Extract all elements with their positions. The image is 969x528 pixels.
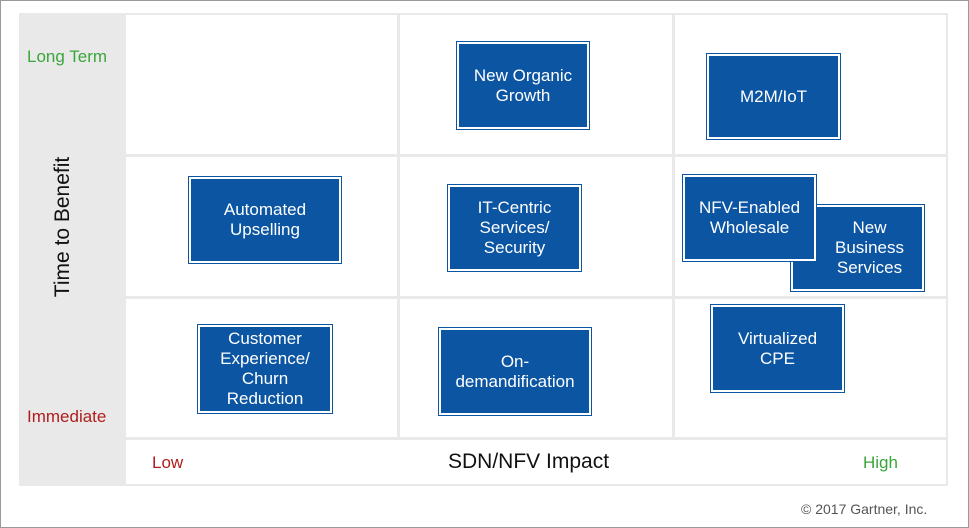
item-virtualized-cpe: Virtualized CPE (710, 304, 845, 393)
item-nfv-enabled-wholesale: NFV-Enabled Wholesale (682, 174, 817, 262)
copyright-notice: © 2017 Gartner, Inc. (801, 501, 928, 517)
x-axis-strip (126, 440, 946, 484)
item-customer-experience-churn-reduction: Customer Experience/ Churn Reduction (197, 324, 333, 414)
x-axis-title: SDN/NFV Impact (448, 450, 610, 473)
grid-cell-r1-c1 (126, 15, 397, 154)
item-it-centric-services-security: IT-Centric Services/ Security (447, 184, 582, 272)
item-on-demandification: On- demandification (438, 327, 592, 416)
y-axis-top-label: Long Term (27, 47, 108, 66)
item-new-organic-growth: New Organic Growth (456, 41, 590, 130)
item-m2m-iot: M2M/IoT (706, 53, 841, 140)
item-automated-upselling: Automated Upselling (188, 176, 342, 264)
y-axis-title: Time to Benefit (51, 156, 74, 298)
x-axis-left-label: Low (152, 453, 184, 472)
y-axis-bottom-label: Immediate (27, 407, 107, 426)
x-axis-right-label: High (863, 453, 898, 472)
